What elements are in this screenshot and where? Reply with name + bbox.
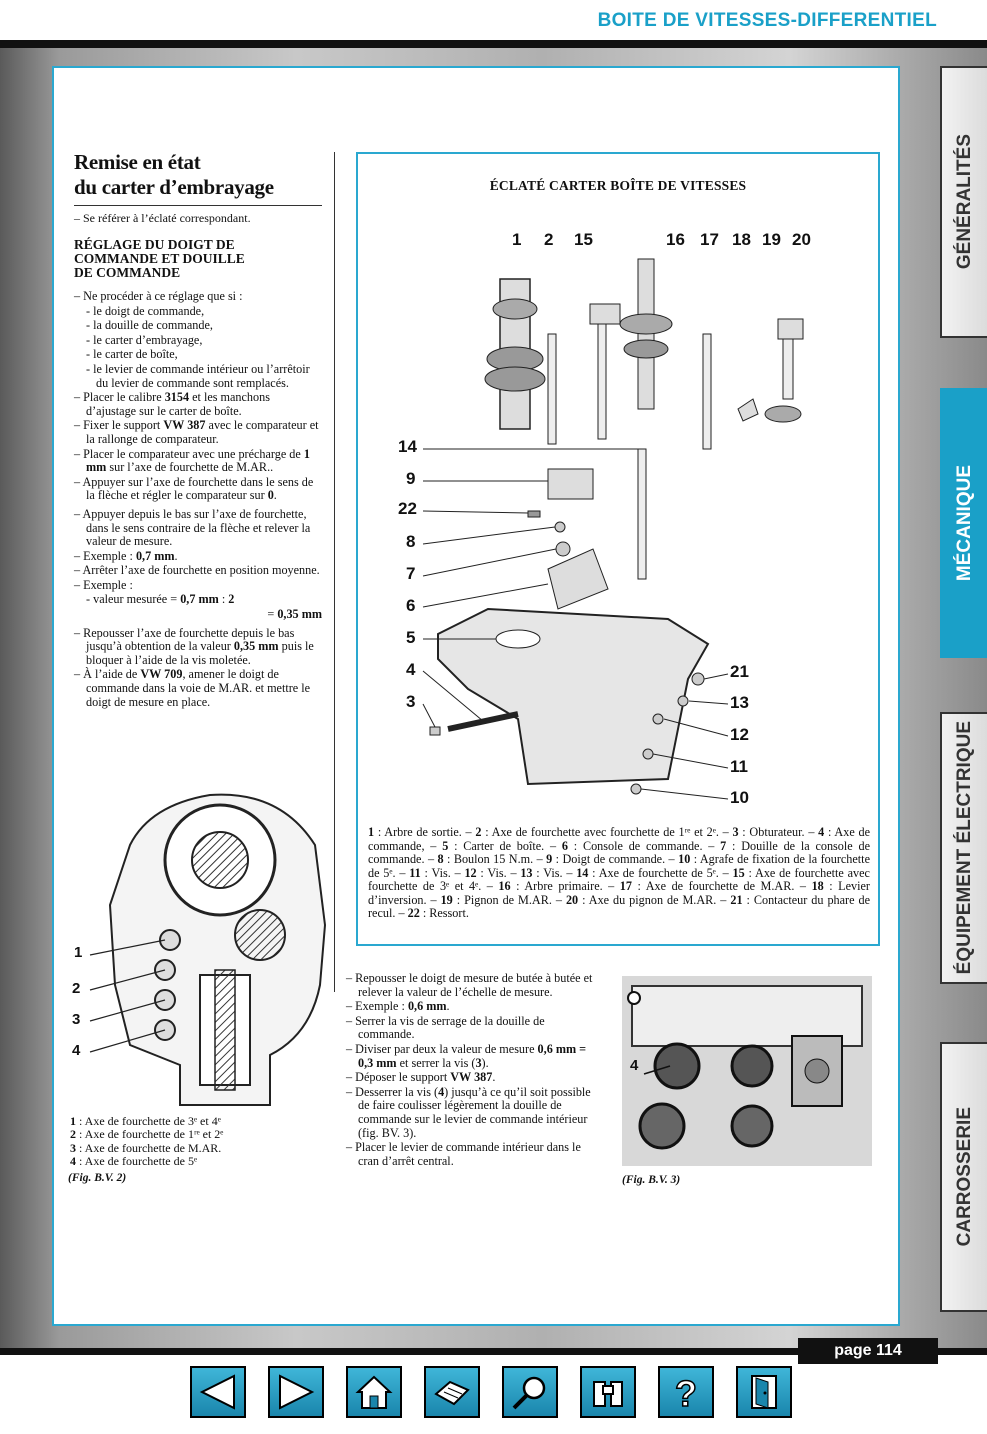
print-button[interactable]	[424, 1366, 480, 1418]
top-rule	[0, 40, 987, 48]
tab-mecanique[interactable]: MÉCANIQUE	[940, 388, 987, 658]
find-button[interactable]	[580, 1366, 636, 1418]
home-button[interactable]	[346, 1366, 402, 1418]
fig2-legend: 1 : Axe de fourchette de 3ᵉ et 4ᵉ 2 : Ax…	[70, 1114, 224, 1169]
page-number: page 114	[798, 1338, 938, 1364]
help-icon: ?	[674, 1372, 698, 1412]
callout-1: 1	[512, 230, 522, 249]
fig2-caption: (Fig. B.V. 2)	[68, 1172, 127, 1184]
intro-text: – Se référer à l’éclaté correspondant.	[74, 211, 251, 225]
previous-page-button[interactable]	[190, 1366, 246, 1418]
chapter-title: BOITE DE VITESSES-DIFFERENTIEL	[597, 10, 937, 31]
bottom-rule	[0, 1348, 987, 1355]
callout-9: 9	[406, 469, 416, 488]
fig2-label-2: 2	[72, 980, 81, 997]
callout-15: 15	[574, 230, 593, 249]
callout-13: 13	[730, 693, 749, 712]
exit-icon	[751, 1375, 777, 1409]
callout-8: 8	[406, 532, 416, 551]
search-button[interactable]	[502, 1366, 558, 1418]
tab-carrosserie[interactable]: CARROSSERIE	[940, 1042, 987, 1312]
callout-16: 16	[666, 230, 685, 249]
figure-bv2-drawing	[89, 793, 327, 1106]
search-icon	[512, 1376, 546, 1410]
callout-12: 12	[730, 725, 749, 744]
figure-bv3-photo	[622, 976, 872, 1166]
callout-10: 10	[730, 788, 749, 807]
tab-equipement-electrique[interactable]: ÉQUIPEMENT ÉLECTRIQUE	[940, 712, 987, 984]
callout-19: 19	[762, 230, 781, 249]
home-icon	[355, 1375, 393, 1409]
previous-icon	[199, 1374, 235, 1410]
callout-21: 21	[730, 662, 749, 681]
exploded-view-legend: 1 : Arbre de sortie. – 2 : Axe de fourch…	[368, 825, 870, 920]
section-title: Remise en état du carter d’embrayage	[74, 150, 274, 199]
fig3-label-4: 4	[630, 1057, 639, 1074]
callout-2: 2	[544, 230, 554, 249]
find-icon	[593, 1381, 623, 1407]
title-underline	[74, 205, 322, 206]
callout-17: 17	[700, 230, 719, 249]
tab-generalites[interactable]: GÉNÉRALITÉS	[940, 66, 987, 338]
subsection-title: RÉGLAGE DU DOIGT DE COMMANDE ET DOUILLE …	[74, 237, 245, 280]
svg-text:?: ?	[675, 1373, 697, 1412]
callout-7: 7	[406, 564, 416, 583]
callout-18: 18	[732, 230, 751, 249]
callout-4: 4	[406, 660, 416, 679]
help-button[interactable]: ?	[658, 1366, 714, 1418]
callout-6: 6	[406, 596, 416, 615]
fig2-label-3: 3	[72, 1011, 81, 1028]
exploded-view-box: ÉCLATÉ CARTER BOÎTE DE VITESSES	[356, 152, 880, 946]
callout-20: 20	[792, 230, 811, 249]
column-divider	[334, 152, 335, 992]
callout-3: 3	[406, 692, 416, 711]
next-page-button[interactable]	[268, 1366, 324, 1418]
fig2-label-4: 4	[72, 1042, 81, 1059]
fig3-caption: (Fig. B.V. 3)	[622, 1174, 681, 1186]
procedure-continued: – Repousser le doigt de mesure de butée …	[346, 971, 593, 1168]
callout-11: 11	[730, 757, 748, 776]
exploded-view-title: ÉCLATÉ CARTER BOÎTE DE VITESSES	[489, 178, 747, 193]
callout-22: 22	[398, 499, 417, 518]
callout-14: 14	[398, 437, 417, 456]
procedure-list: – Ne procéder à ce réglage que si : - le…	[74, 289, 322, 709]
callout-5: 5	[406, 628, 416, 647]
fig2-label-1: 1	[74, 944, 83, 961]
next-icon	[279, 1374, 315, 1410]
exit-button[interactable]	[736, 1366, 792, 1418]
print-icon	[434, 1380, 470, 1406]
exploded-view-drawing	[422, 258, 804, 800]
